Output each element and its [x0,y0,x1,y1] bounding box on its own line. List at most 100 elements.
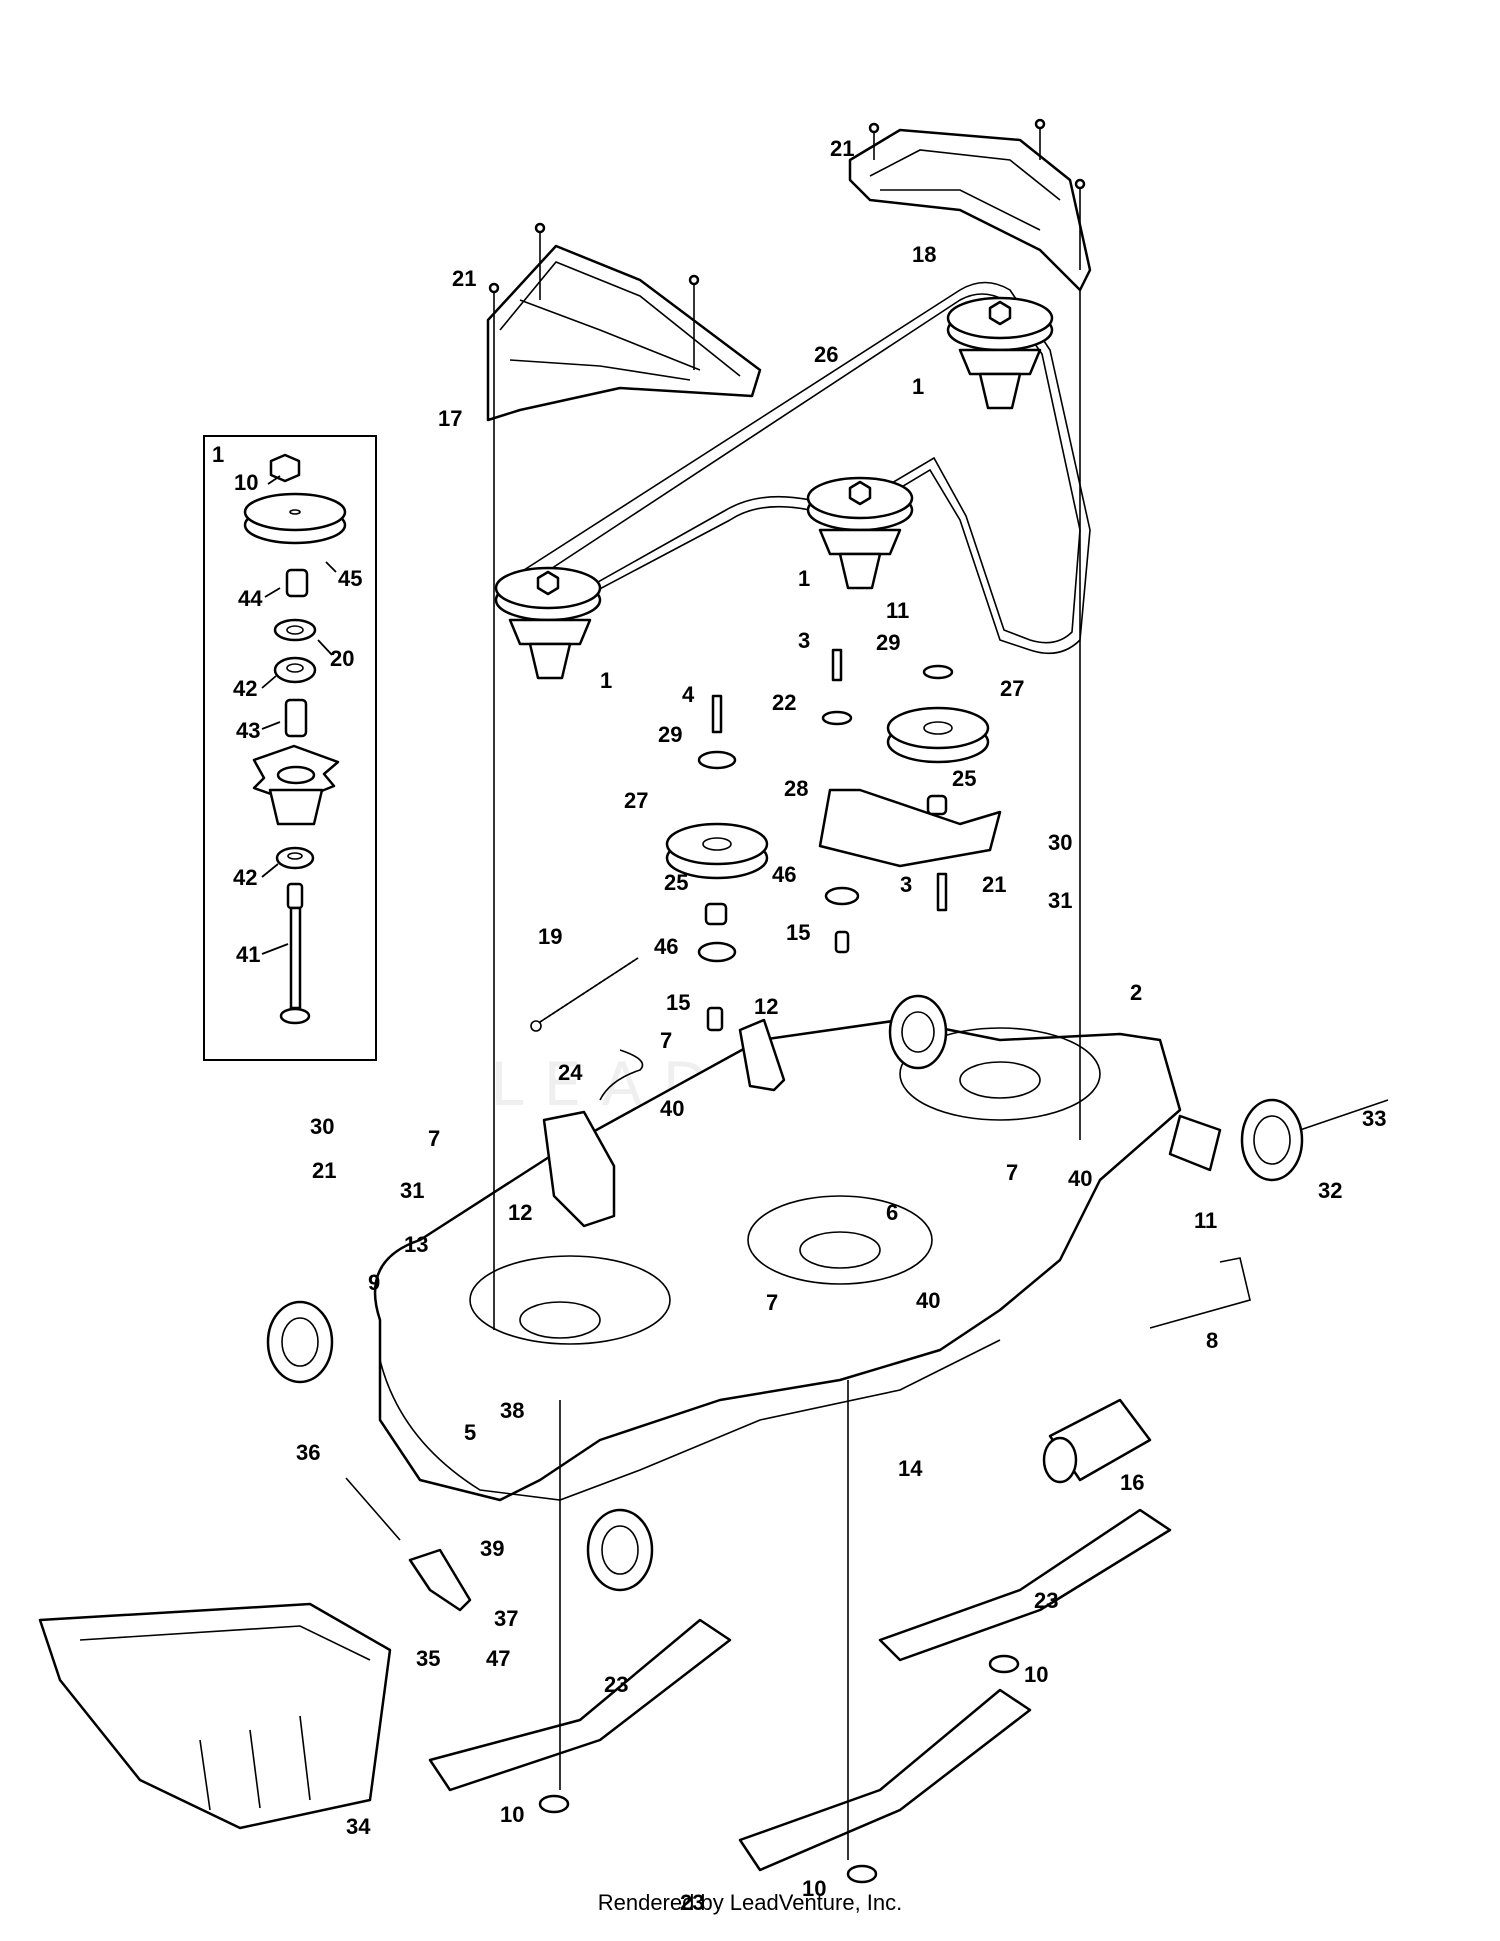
callout-10: 10 [1024,1662,1048,1687]
callout-7: 7 [766,1290,778,1315]
blade-left [428,1618,732,1792]
callout-11: 11 [1194,1208,1217,1233]
callout-21: 21 [452,266,476,291]
callout-28: 28 [784,776,808,801]
callout-21: 21 [982,872,1006,897]
callout-12: 12 [508,1200,532,1225]
spindle-right [946,296,1054,410]
callout-27: 27 [1000,676,1024,701]
callout-40: 40 [660,1096,684,1121]
callout-25: 25 [664,870,688,895]
callout-2: 2 [1130,980,1142,1005]
callout-11: 11 [886,598,909,623]
callout-31: 31 [1048,888,1072,913]
callout-3: 3 [798,628,810,653]
callout-15: 15 [666,990,690,1015]
blade-center [738,1688,1032,1872]
callout-15: 15 [786,920,810,945]
callout-30: 30 [1048,830,1072,855]
belt-cover-left [486,222,762,422]
callout-7: 7 [1006,1160,1018,1185]
callout-10: 10 [802,1876,826,1901]
gauge-wheel-right [1240,1098,1389,1182]
callout-24: 24 [558,1060,583,1085]
callout-21: 21 [312,1158,336,1183]
callout-12: 12 [754,994,778,1019]
tension-spring [530,957,639,1032]
mower-deck [373,1018,1222,1502]
callout-9: 9 [368,1270,380,1295]
inset-callout-42b: 42 [233,865,257,890]
callout-3: 3 [900,872,912,897]
callout-29: 29 [876,630,900,655]
callout-22: 22 [772,690,796,715]
callout-27: 27 [624,788,648,813]
callout-26: 26 [814,342,838,367]
callout-5: 5 [464,1420,476,1445]
callout-25: 25 [952,766,976,791]
belt-cover-right [848,118,1092,292]
callout-29: 29 [658,722,682,747]
callout-37: 37 [494,1606,518,1631]
inset-callout-43: 43 [236,718,260,743]
callout-1: 1 [798,566,810,591]
callout-35: 35 [416,1646,440,1671]
callout-36: 36 [296,1440,320,1465]
callout-31: 31 [400,1178,424,1203]
spring-rod [599,1049,644,1101]
callout-labels: 21 18 21 17 26 1 1 1 11 3 29 27 4 22 29 … [296,136,1386,1915]
callout-7: 7 [428,1126,440,1151]
drive-belt [522,281,1091,655]
callout-32: 32 [1318,1178,1342,1203]
callout-18: 18 [912,242,936,267]
blade-nut-left [538,1794,570,1814]
callout-38: 38 [500,1398,524,1423]
callout-21: 21 [830,136,854,161]
callout-40: 40 [1068,1166,1092,1191]
callout-34: 34 [346,1814,371,1839]
callout-7: 7 [660,1028,672,1053]
inset-callout-42a: 42 [233,676,257,701]
inset-label: 1 [212,442,224,467]
callout-23: 23 [604,1672,628,1697]
assembly-guides [493,290,1081,1860]
discharge-chute [38,1602,392,1830]
callout-30: 30 [310,1114,334,1139]
anti-scalp-roller [1042,1398,1152,1484]
blade-right [878,1508,1172,1662]
inset-callout-41: 41 [236,942,260,967]
callout-17: 17 [438,406,462,431]
callout-13: 13 [404,1232,428,1257]
callout-10: 10 [500,1802,524,1827]
gauge-wheel-front [586,1508,654,1592]
inset-callout-10: 10 [234,470,258,495]
hinge-rod [345,1477,401,1541]
callout-23: 23 [680,1890,704,1915]
callout-14: 14 [898,1456,923,1481]
idler-assembly-right [818,648,1002,954]
footer-credit: Rendered by LeadVenture, Inc. [597,1890,903,1915]
gauge-wheel-left [266,1300,334,1384]
inset-callout-45: 45 [338,566,362,591]
callout-16: 16 [1120,1470,1144,1495]
spindle-assembly-inset: 1 10 45 [203,435,377,1061]
inset-callout-20: 20 [330,646,354,671]
callout-46: 46 [654,934,678,959]
callout-1: 1 [600,668,612,693]
idler-assembly-left [665,694,769,1032]
blade-nut-center [846,1864,878,1884]
spindle-center [806,476,914,590]
callout-40: 40 [916,1288,940,1313]
callout-1: 1 [912,374,924,399]
deck-lift-rod [1149,1257,1251,1329]
callout-23: 23 [1034,1588,1058,1613]
callout-47: 47 [486,1646,510,1671]
callout-4: 4 [682,682,695,707]
chute-bracket [408,1548,472,1612]
gauge-wheel-rear [888,994,948,1070]
callout-19: 19 [538,924,562,949]
callout-46: 46 [772,862,796,887]
spindle-left [494,566,602,680]
callout-33: 33 [1362,1106,1386,1131]
